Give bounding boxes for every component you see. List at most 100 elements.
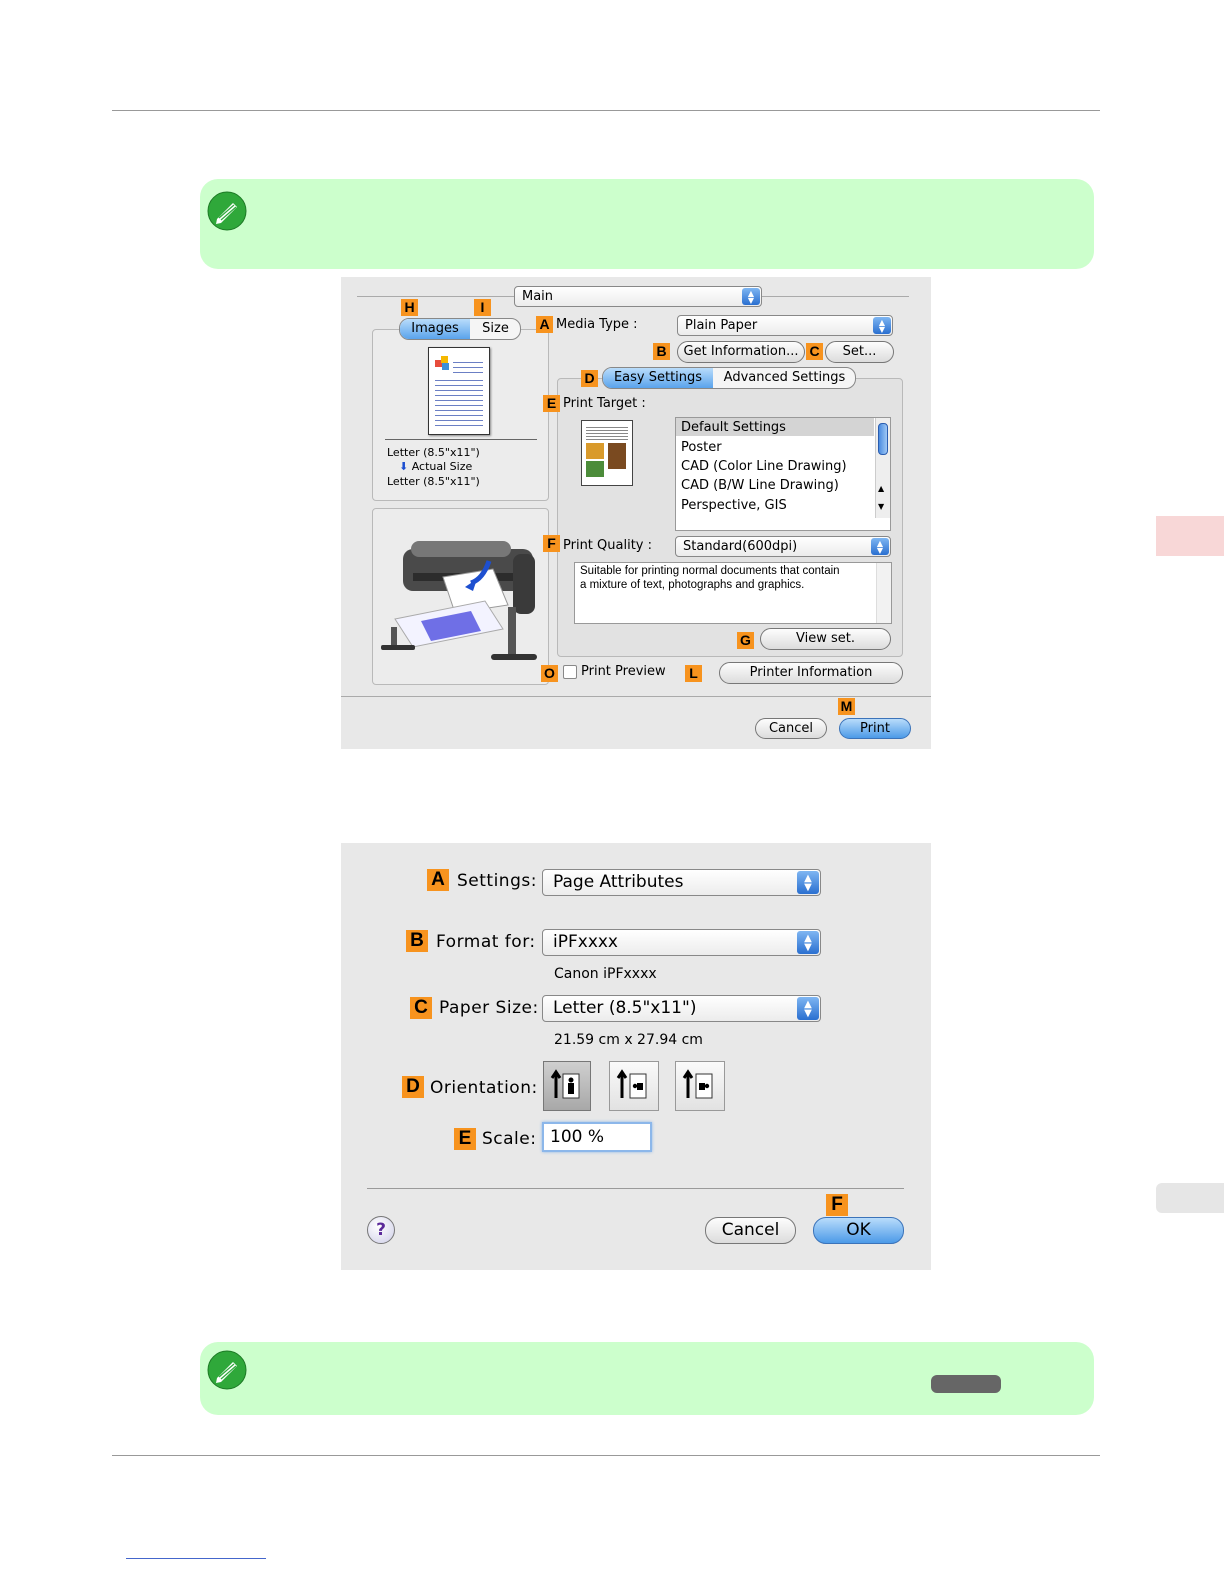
print-quality-label: Print Quality : [563,538,653,553]
list-scrollbar[interactable]: ▲ ▼ [875,418,890,518]
printer-information-label: Printer Information [749,665,873,680]
chapter-side-tab [1156,516,1224,556]
print-target-label: Print Target : [563,396,646,411]
callout-b: B [406,930,428,952]
callout-e: E [543,395,560,412]
callout-i: I [474,299,491,316]
list-item[interactable]: Perspective, GIS [681,498,787,513]
scroll-down-icon[interactable]: ▼ [878,502,885,511]
get-information-button[interactable]: Get Information... [677,341,805,363]
scroll-up-icon[interactable]: ▲ [878,484,885,493]
tab-images-label: Images [411,321,459,336]
landscape-orientation-button[interactable] [609,1061,659,1111]
page-thumbnail [428,347,490,435]
media-type-select[interactable]: Plain Paper ▲▼ [677,315,893,336]
bottom-divider [367,1188,904,1189]
settings-value: Page Attributes [553,872,684,892]
panel-popup-value: Main [522,289,554,304]
paper-size-dimensions: 21.59 cm x 27.94 cm [554,1032,703,1048]
scale-input[interactable]: 100 % [542,1122,652,1152]
note-box [200,179,1094,269]
callout-a: A [427,869,449,891]
popup-arrows-icon: ▲▼ [797,871,819,894]
list-item[interactable]: CAD (Color Line Drawing) [681,459,847,474]
tab-advanced-settings[interactable]: Advanced Settings [714,368,855,388]
callout-o: O [541,665,558,682]
set-button-label: Set... [842,344,877,359]
format-for-label: Format for: [436,932,536,952]
note-box [200,1342,1094,1415]
down-arrow-icon: ⬇ [399,460,409,473]
settings-label: Settings: [457,871,537,891]
print-label: Print [860,721,890,736]
preview-divider [385,439,537,440]
preview-scaling-label: Actual Size [411,460,473,473]
print-quality-select[interactable]: Standard(600dpi) ▲▼ [675,536,891,557]
tab-easy-settings-label: Easy Settings [613,370,703,385]
callout-a: A [536,316,553,333]
popup-arrows-icon: ▲▼ [873,317,891,334]
callout-c: C [410,997,432,1019]
list-item[interactable]: Default Settings [681,420,786,435]
tab-images[interactable]: Images [400,319,470,339]
paper-size-select[interactable]: Letter (8.5"x11") ▲▼ [542,995,821,1022]
media-type-value: Plain Paper [685,318,758,333]
preview-paper-from: Letter (8.5"x11") [387,446,480,459]
ok-label: OK [846,1220,871,1240]
description-line: Suitable for printing normal documents t… [580,565,840,577]
print-button[interactable]: Print [839,718,911,739]
cancel-button[interactable]: Cancel [755,718,827,739]
scroll-thumb[interactable] [878,423,888,455]
print-dialog-main: Main ▲▼ H I Images Size Letter (8.5"x11"… [341,277,931,749]
paper-size-label: Paper Size: [439,998,539,1018]
callout-m: M [838,698,855,715]
cancel-label: Cancel [768,721,814,736]
format-for-value: iPFxxxx [553,932,618,952]
print-preview-label: Print Preview [581,664,666,679]
page-setup-dialog: A Settings: Page Attributes ▲▼ B Format … [341,843,931,1270]
settings-select[interactable]: Page Attributes ▲▼ [542,869,821,896]
callout-g: G [737,632,754,649]
callout-e: E [454,1128,476,1150]
preview-scaling: ⬇ Actual Size [399,460,472,473]
format-for-select[interactable]: iPFxxxx ▲▼ [542,929,821,956]
index-side-tab [1156,1183,1224,1213]
popup-arrows-icon: ▲▼ [742,288,760,305]
scale-value: 100 % [550,1127,605,1147]
portrait-orientation-button[interactable] [543,1061,591,1111]
list-item[interactable]: Poster [681,440,722,455]
help-icon: ? [376,1220,386,1240]
tab-size[interactable]: Size [471,319,520,339]
description-box: Suitable for printing normal documents t… [574,562,892,624]
view-set-button[interactable]: View set. [760,628,891,650]
help-button[interactable]: ? [367,1216,395,1244]
reverse-landscape-orientation-button[interactable] [675,1061,725,1111]
paper-size-value: Letter (8.5"x11") [553,998,697,1018]
set-button[interactable]: Set... [825,341,894,363]
popup-arrows-icon: ▲▼ [797,997,819,1020]
thumbnail-graphic-icon [435,356,451,370]
reference-badge[interactable] [931,1375,1001,1393]
header-rule [112,110,1100,111]
format-for-printer-name: Canon iPFxxxx [554,966,657,982]
orientation-label: Orientation: [430,1078,538,1098]
footer-link-underline[interactable] [126,1558,266,1559]
printer-information-button[interactable]: Printer Information [719,662,903,684]
printer-illustration-frame [372,508,549,685]
note-pencil-icon [207,191,247,231]
printer-illustration-icon [381,541,537,660]
tab-easy-settings[interactable]: Easy Settings [603,368,713,388]
preview-tabs: Images Size [399,318,521,340]
cancel-label: Cancel [721,1220,780,1240]
cancel-button[interactable]: Cancel [705,1217,796,1244]
bottom-divider [341,696,931,697]
panel-popup[interactable]: Main ▲▼ [514,286,762,307]
callout-d: D [402,1076,424,1098]
ok-button[interactable]: OK [813,1217,904,1244]
view-set-label: View set. [796,631,855,646]
print-preview-checkbox[interactable] [563,665,577,679]
scale-label: Scale: [482,1129,537,1149]
print-quality-value: Standard(600dpi) [683,539,798,554]
list-item[interactable]: CAD (B/W Line Drawing) [681,478,839,493]
print-target-list[interactable]: Default Settings Poster CAD (Color Line … [675,417,891,531]
